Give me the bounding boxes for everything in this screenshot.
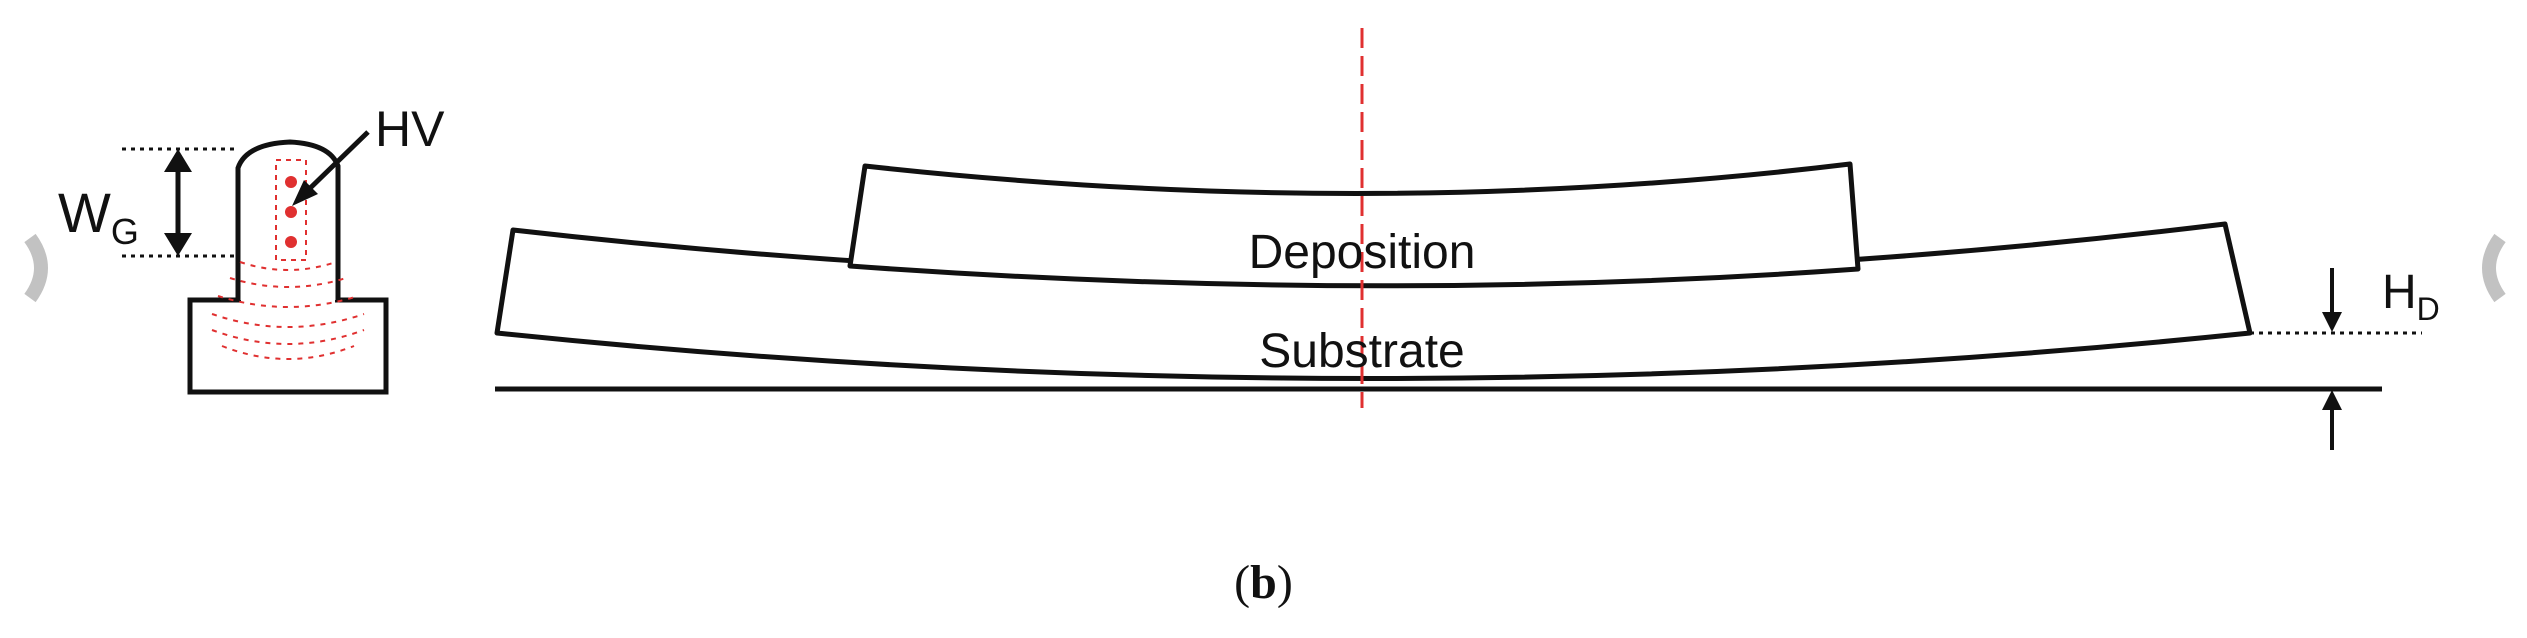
hardness-test-column [275,159,307,261]
wall-cross-section: HV WG [58,101,445,395]
fusion-layer-lines [211,261,365,360]
figure-caption: (b) [1234,556,1293,609]
deposition-warpage-diagram: HV WG Deposition Substrate HD [24,28,2506,450]
hardness-point-3 [285,236,297,248]
deposition-label: Deposition [1249,226,1476,279]
base-block [187,297,389,395]
wg-label: WG [58,181,139,252]
hv-arrow-icon [300,130,370,198]
deposition-plate [847,161,1861,289]
substrate-label: Substrate [1259,325,1464,378]
hd-label: HD [2382,266,2440,327]
hv-label: HV [375,101,445,157]
left-edge-shadow [24,233,48,303]
hardness-point-1 [285,176,297,188]
right-edge-shadow [2482,233,2506,303]
hd-dimension: HD [2250,266,2440,450]
deposited-wall [235,139,341,300]
bent-plate-assembly: Deposition Substrate [494,28,2382,408]
hardness-point-2 [285,206,297,218]
